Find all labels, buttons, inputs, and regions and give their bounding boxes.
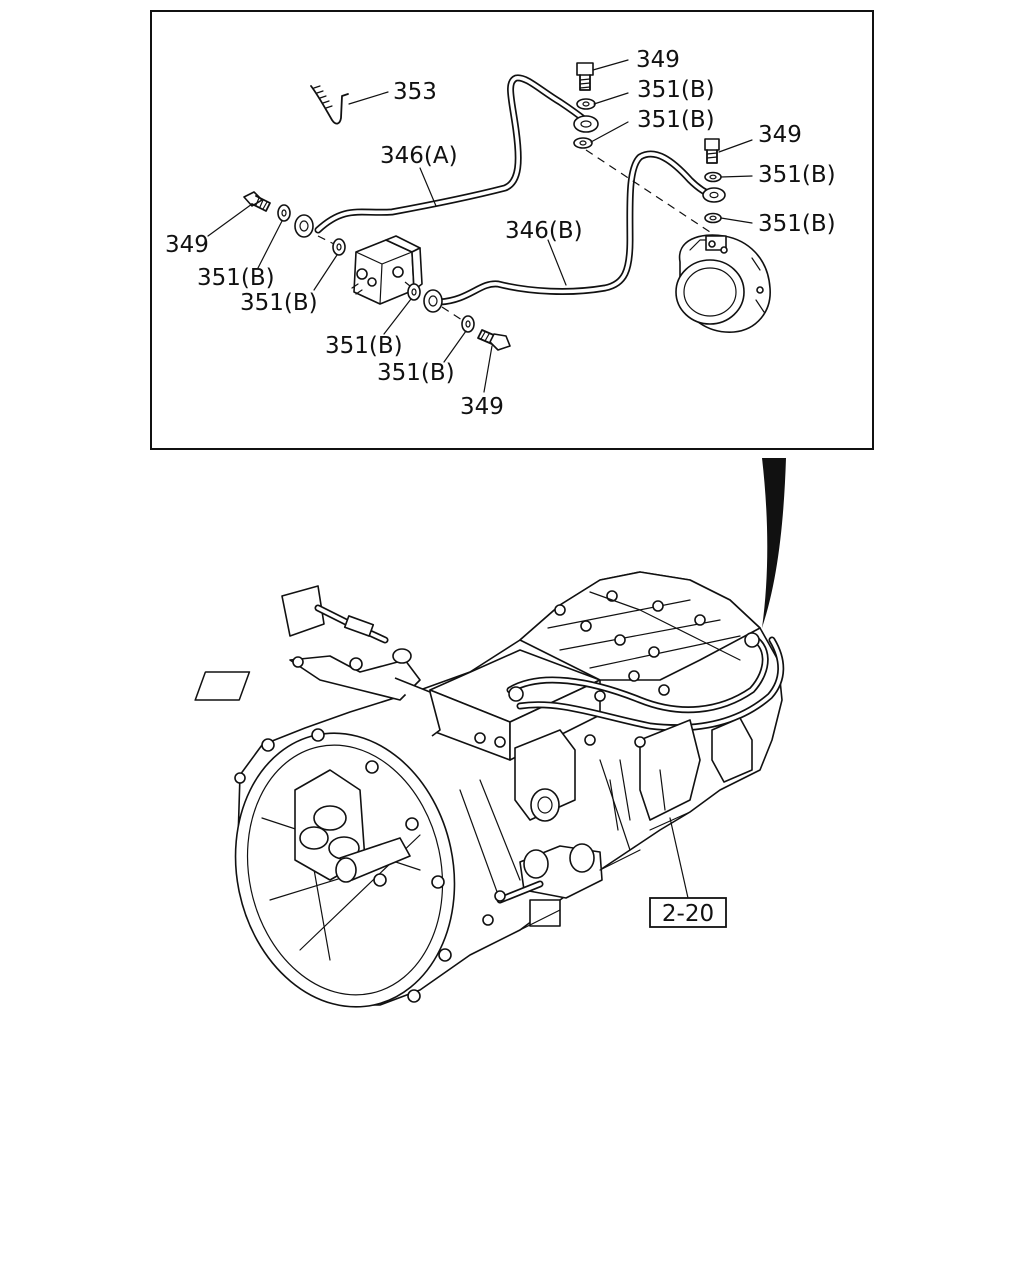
callout-349-right: 349 — [758, 122, 802, 148]
banjo-fitting-right — [702, 187, 726, 203]
detail-pointer — [762, 458, 786, 628]
shift-tower — [194, 649, 601, 822]
transmission-assembly — [194, 571, 785, 1008]
pipe-346b — [436, 150, 718, 306]
air-pipes — [506, 591, 785, 732]
detail-inset: 349 351(B) 351(B) 353 346(A) 349 351(B) … — [150, 10, 874, 450]
bolt-349-right — [704, 138, 720, 164]
clutch-cylinder — [496, 843, 603, 927]
valve-block — [351, 235, 423, 305]
figure-reference: 2-20 — [649, 817, 727, 928]
banjo-fitting-left — [294, 214, 314, 238]
callout-351b-left-1: 351(B) — [197, 265, 275, 291]
case-details — [459, 732, 691, 931]
washer-351b-right-2 — [704, 212, 722, 224]
bell-housing — [234, 732, 456, 1008]
side-components — [609, 717, 753, 831]
callout-351b-right-2: 351(B) — [758, 211, 836, 237]
callout-349-left: 349 — [165, 232, 209, 258]
callout-351b-top-1: 351(B) — [637, 77, 715, 103]
strap-353 — [310, 85, 349, 125]
bolt-349-left — [243, 191, 271, 212]
top-cover — [519, 571, 761, 702]
washer-351b-right-1 — [704, 171, 722, 183]
washer-351b-mid-2 — [461, 315, 475, 333]
washer-351b-top-1 — [576, 98, 596, 110]
washer-351b-top-2 — [573, 137, 593, 149]
banjo-fitting-mid — [423, 289, 443, 313]
pipe-346a — [314, 74, 589, 234]
callout-346a: 346(A) — [380, 143, 458, 169]
housing-bolts — [234, 728, 452, 1003]
callout-351b-top-2: 351(B) — [637, 107, 715, 133]
callout-351b-left-2: 351(B) — [240, 290, 318, 316]
leader-lines — [207, 59, 753, 393]
washer-351b-left-1 — [277, 204, 291, 222]
callout-353: 353 — [393, 79, 437, 105]
callout-351b-mid-1: 351(B) — [325, 333, 403, 359]
washer-351b-left-2 — [332, 238, 346, 256]
washer-351b-mid-1 — [407, 283, 421, 301]
reference-box — [649, 897, 727, 928]
callout-351b-right-1: 351(B) — [758, 162, 836, 188]
banjo-fitting-top — [573, 115, 599, 133]
bolt-349-top — [576, 62, 594, 91]
callout-349-top: 349 — [636, 47, 680, 73]
detail-frame — [150, 10, 874, 450]
servo-unit — [675, 234, 771, 333]
callout-349-bottom: 349 — [460, 394, 504, 420]
shift-linkage — [281, 585, 441, 737]
reference-2-20: 2-20 — [662, 901, 714, 927]
bolt-349-bottom — [477, 329, 511, 351]
callout-346b: 346(B) — [505, 218, 583, 244]
callout-351b-mid-2: 351(B) — [377, 360, 455, 386]
